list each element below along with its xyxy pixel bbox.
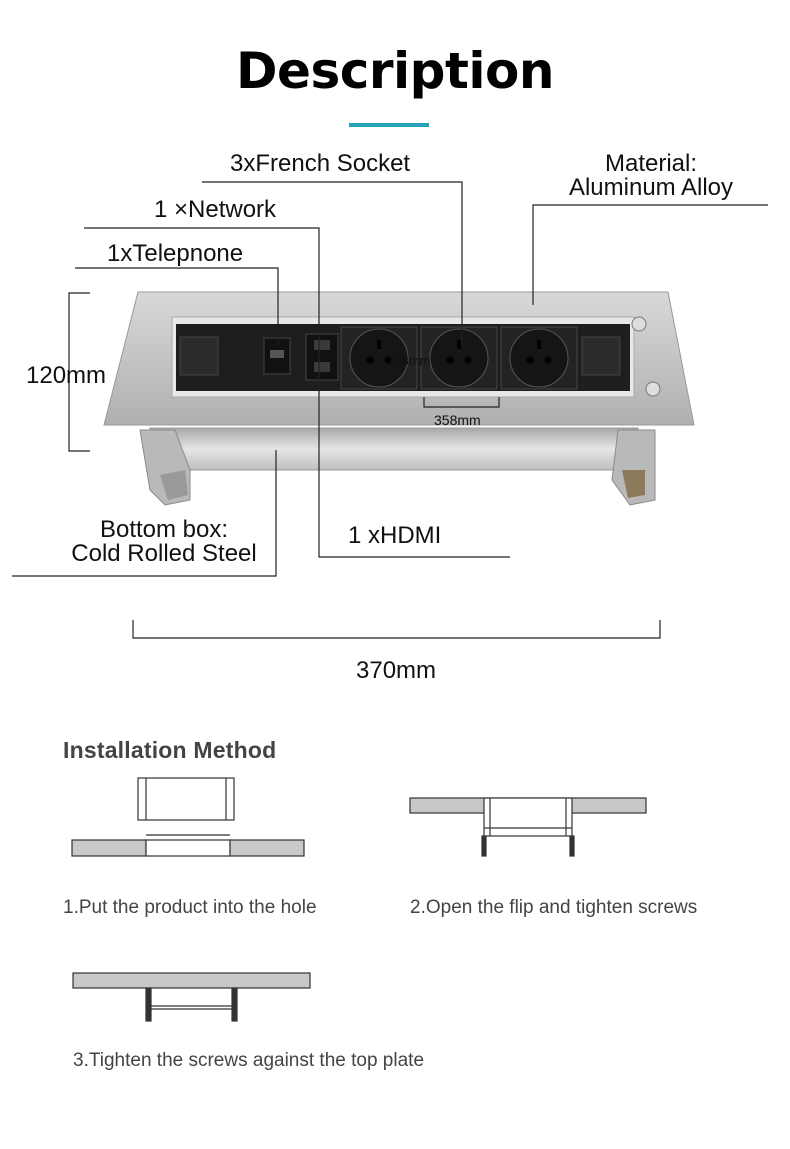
bottom-box-label: Bottom box: Cold Rolled Steel [56, 518, 272, 566]
step-3-caption: 3.Tighten the screws against the top pla… [73, 1050, 425, 1071]
material-label-line1: Material: [604, 150, 698, 177]
installation-diagrams [71, 777, 647, 1022]
total-width-label: 370mm [356, 657, 437, 684]
material-label: Material: Aluminum Alloy [556, 152, 746, 200]
socket-width-label: 358mm [434, 412, 481, 428]
product-diagram [12, 181, 768, 639]
step-1-caption: 1.Put the product into the hole [63, 897, 317, 918]
page-title: Description [236, 42, 554, 100]
title-underline [349, 123, 429, 127]
step-3-diagram [72, 972, 311, 1022]
step-2-caption: 2.Open the flip and tighten screws [410, 897, 698, 918]
telephone-label: 1xTelepnone [107, 240, 244, 267]
step-2-diagram [409, 797, 647, 857]
leader-lines [12, 181, 768, 639]
bottom-box-label-line1: Bottom box: [99, 516, 229, 543]
material-label-line2: Aluminum Alloy [568, 174, 734, 201]
socket-height-label: 108mm [387, 353, 431, 368]
hdmi-label: 1 xHDMI [348, 522, 442, 549]
bottom-box-label-line2: Cold Rolled Steel [71, 540, 257, 567]
network-label: 1 ×Network [154, 196, 277, 223]
french-socket-label: 3xFrench Socket [230, 150, 411, 177]
bottom-box [139, 427, 656, 506]
step-1-diagram [71, 777, 305, 857]
french-sockets [340, 326, 578, 390]
height-dimension-label: 120mm [26, 362, 107, 389]
installation-title: Installation Method [63, 737, 277, 763]
